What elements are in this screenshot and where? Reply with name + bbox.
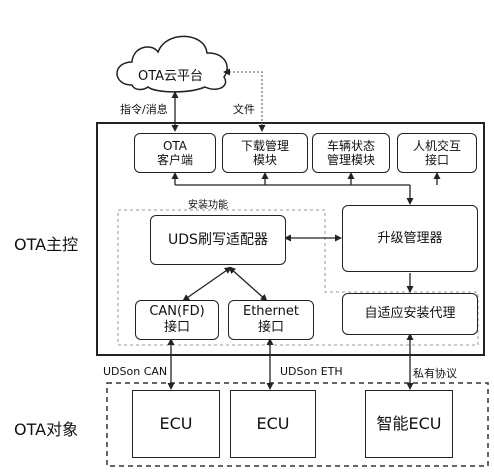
adapter-can-link bbox=[182, 266, 232, 302]
can-fd-interface: CAN(FD) 接口 bbox=[135, 300, 219, 340]
ota-controller-label: OTA主控 bbox=[14, 235, 79, 254]
cloud-label: OTA云平台 bbox=[138, 69, 204, 84]
ota-controller-frame bbox=[96, 122, 485, 356]
ecu-box-1: ECU bbox=[132, 390, 220, 458]
download-manager-module: 下载管理 模块 bbox=[222, 133, 308, 173]
uds-eth-label: UDSon ETH bbox=[280, 365, 343, 378]
ota-target-frame bbox=[106, 382, 489, 467]
uds-flash-adapter: UDS刷写适配器 bbox=[150, 215, 286, 265]
upgrade-manager: 升级管理器 bbox=[342, 205, 478, 272]
smart-ecu-box: 智能ECU bbox=[365, 390, 453, 458]
install-function-label: 安装功能 bbox=[188, 200, 228, 211]
adapter-eth-link bbox=[228, 266, 268, 302]
ota-client-module: OTA 客户端 bbox=[134, 133, 216, 173]
hmi-interface-module: 人机交互 接口 bbox=[397, 133, 477, 173]
file-label: 文件 bbox=[233, 103, 255, 116]
adaptive-install-agent: 自适应安装代理 bbox=[342, 293, 478, 335]
uds-can-label: UDSon CAN bbox=[103, 365, 168, 378]
command-message-label: 指令/消息 bbox=[120, 103, 168, 116]
ecu-box-2: ECU bbox=[230, 390, 316, 458]
ota-targets-label: OTA对象 bbox=[14, 420, 79, 439]
install-function-region bbox=[117, 209, 479, 346]
file-link bbox=[223, 68, 266, 132]
ethernet-interface: Ethernet 接口 bbox=[228, 300, 314, 340]
vehicle-state-module: 车辆状态 管理模块 bbox=[312, 133, 390, 173]
private-protocol-label: 私有协议 bbox=[413, 367, 457, 380]
cloud-shape bbox=[116, 35, 228, 93]
